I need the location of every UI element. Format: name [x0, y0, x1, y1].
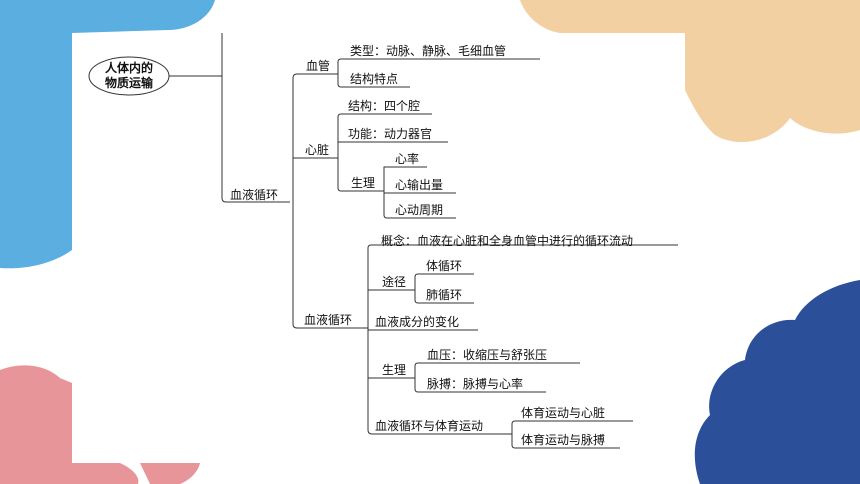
- node-exercise-heart: 体育运动与心脏: [521, 406, 606, 420]
- node-blood-composition: 血液成分的变化: [375, 315, 460, 329]
- node-systemic-circulation: 体循环: [426, 259, 463, 273]
- node-cardiac-output: 心输出量: [395, 178, 444, 192]
- node-circulation-concept: 概念：血液在心脏和全身血管中进行的循环流动: [381, 234, 634, 248]
- node-heart-physiology: 生理: [351, 176, 376, 190]
- node-pulmonary-circulation: 肺循环: [426, 288, 463, 302]
- peach-blob: [520, 0, 860, 143]
- node-vessel-types: 类型：动脉、静脉、毛细血管: [350, 44, 507, 58]
- pink-blob-edge: [140, 463, 200, 484]
- node-vessels: 血管: [306, 59, 331, 73]
- node-cardiac-cycle: 心动周期: [395, 203, 444, 217]
- node-blood-pressure: 血压：收缩压与舒张压: [427, 348, 548, 362]
- node-circulation-exercise: 血液循环与体育运动: [375, 419, 484, 433]
- blue-blob-tail: [0, 150, 62, 260]
- node-vessel-features: 结构特点: [350, 72, 399, 86]
- node-circulation: 血液循环: [304, 313, 353, 327]
- node-exercise-pulse: 体育运动与脉搏: [521, 433, 606, 447]
- content-card: [72, 33, 685, 463]
- node-circulation-physiology: 生理: [382, 363, 407, 377]
- navy-blob: [694, 280, 860, 484]
- root-line-1: 人体内的: [104, 61, 153, 75]
- root-node: 人体内的 物质运输: [89, 61, 169, 91]
- root-line-2: 物质运输: [104, 76, 153, 90]
- node-heart: 心脏: [305, 143, 330, 157]
- node-heart-function: 功能：动力器官: [348, 127, 433, 141]
- node-pathway: 途径: [382, 275, 407, 289]
- node-blood-circulation-main: 血液循环: [230, 188, 279, 202]
- pink-blob: [0, 365, 139, 484]
- node-pulse: 脉搏：脉搏与心率: [427, 377, 524, 391]
- node-heart-structure: 结构：四个腔: [348, 99, 421, 113]
- node-heart-rate: 心率: [395, 152, 420, 166]
